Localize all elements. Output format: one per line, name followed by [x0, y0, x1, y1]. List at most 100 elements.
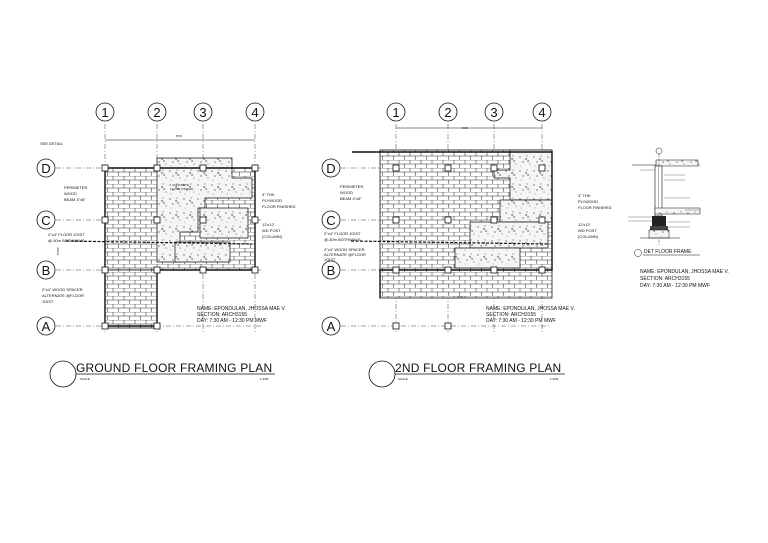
grid-number-label: 2 [153, 105, 160, 120]
perimeter-beam [352, 151, 553, 298]
grid-bubble-B [321, 260, 341, 280]
second-floor-annotations: 8.80 9.05 PERIMETER WOOD BEAM 4"x8" 2"x4… [324, 126, 612, 388]
plywood-label: 3" THK PLYWOOD FLOOR FINISHED [262, 192, 296, 209]
wood-post [490, 164, 498, 172]
wood-post [101, 216, 109, 224]
grid-bubble-A [321, 316, 341, 336]
grid-bubble-4 [532, 102, 552, 122]
dimension-top-label: 8.80 [462, 126, 468, 130]
wood-post [392, 322, 400, 330]
wood-post [199, 164, 207, 172]
grid-letter-label: C [41, 213, 50, 228]
scale-value: 1:30M [550, 377, 559, 381]
grid-letter-label: D [41, 161, 50, 176]
grid-bubble-D [36, 158, 56, 178]
dimension-top-label: 8.50 [176, 134, 182, 138]
plywood-area [454, 247, 521, 269]
wood-post [101, 164, 109, 172]
grid-bubble-1 [386, 102, 406, 122]
ground-floor-annotations: SEE DETAIL 8.50 8.500 PERIMETER WOOD BEA… [40, 134, 296, 388]
scale-label: SCALE [80, 377, 90, 381]
detail-footing [652, 216, 666, 226]
perimeter-label: PERIMETER WOOD BEAM 4"x8" [64, 185, 88, 202]
title-circle [634, 249, 642, 257]
title-circle [49, 360, 77, 388]
plan-title: GROUND FLOOR FRAMING PLAN [76, 361, 272, 375]
scale-value: 1:30M [260, 377, 269, 381]
plywood-area [469, 221, 549, 249]
grid-number-label: 4 [538, 105, 545, 120]
wood-spacer-line [350, 240, 549, 245]
title-circle [368, 360, 396, 388]
wood-spacer-line [65, 240, 253, 245]
grid-number-label: 1 [392, 105, 399, 120]
grid-letter-label: B [327, 263, 336, 278]
grid-number-label: 3 [199, 105, 206, 120]
wood-post [538, 266, 546, 274]
spacer-label: 2"x4" WOOD SPACER ALTERNATE @FLOOR JOIST [324, 247, 367, 262]
grid-bubble-D [321, 158, 341, 178]
wood-post [199, 216, 207, 224]
scale-label: SCALE [398, 377, 408, 381]
wood-post [101, 266, 109, 274]
wood-post [490, 266, 498, 274]
grid-bubble-B [36, 260, 56, 280]
joist-label: 2"x4" FLOOR JOIST @.30m BOTHWAYS [324, 231, 362, 242]
ground-floor-plan: 1 2 3 4D C B A [36, 102, 265, 336]
post-label: 12'x12' WD POST (COLUMN) [578, 222, 599, 239]
student-info: NAME: EPONDULAN, JHOSSA MAE V. SECTION: … [197, 306, 287, 324]
joist-label: 2"x4" FLOOR JOIST @.30m BOTHWAYS [48, 232, 86, 243]
grid-bubble-1 [95, 102, 115, 122]
plan-title: 2ND FLOOR FRAMING PLAN [395, 361, 561, 375]
grid-letter-label: A [327, 319, 336, 334]
joist-area [104, 269, 158, 329]
perimeter-label: PERIMETER WOOD BEAM 4"x8" [340, 184, 364, 201]
detail-top-beam [655, 159, 699, 167]
wood-post [251, 164, 259, 172]
dimension-side-label: 8.500 [56, 247, 60, 255]
wood-post [101, 322, 109, 330]
grid-number-label: 4 [251, 105, 258, 120]
wood-post [392, 216, 400, 224]
grid-letter-label: C [326, 213, 335, 228]
detail-grid-bubble [655, 147, 663, 155]
wood-post [444, 266, 452, 274]
grid-letter-label: B [42, 263, 51, 278]
see-detail-label: SEE DETAIL [40, 141, 64, 146]
wood-post [444, 164, 452, 172]
plywood-area [174, 241, 231, 263]
wood-post [392, 164, 400, 172]
grid-bubble-C [36, 210, 56, 230]
post-label: 12'x12' WD POST (COLUMN) [262, 222, 283, 239]
grid-bubble-4 [245, 102, 265, 122]
wood-post [490, 216, 498, 224]
wood-post [444, 322, 452, 330]
wood-post [538, 216, 546, 224]
grid-number-label: 1 [101, 105, 108, 120]
grid-bubble-2 [147, 102, 167, 122]
dimension-bottom-label: 9.05 [457, 295, 463, 299]
wood-post [199, 266, 207, 274]
concrete-label: CONCRETE FLOOR FINISH [170, 183, 191, 191]
wood-post [444, 216, 452, 224]
grid-bubble-A [36, 316, 56, 336]
wood-post [153, 266, 161, 274]
grid-bubble-2 [438, 102, 458, 122]
plywood-area [199, 207, 249, 239]
spacer-label: 2"x4" WOOD SPACER ALTERNATE @FLOOR JOIST [42, 287, 85, 304]
detail-floor-slab [654, 207, 701, 215]
grid-bubble-C [321, 210, 341, 230]
grid-bubble-3 [193, 102, 213, 122]
grid-letter-label: A [42, 319, 51, 334]
grid-letter-label: D [326, 161, 335, 176]
floor-frame-detail: DET FLOOR FRAME NAME: EPONDULAN, JHOSSA … [628, 147, 729, 289]
wood-post [251, 266, 259, 274]
wood-post [251, 216, 259, 224]
wood-post [153, 322, 161, 330]
student-info: NAME: EPONDULAN, JHOSSA MAE V. SECTION: … [486, 306, 576, 324]
wood-post [153, 216, 161, 224]
grid-bubble-3 [484, 102, 504, 122]
plywood-label: 3" THK PLYWOOD FLOOR FINISHED [578, 193, 612, 210]
